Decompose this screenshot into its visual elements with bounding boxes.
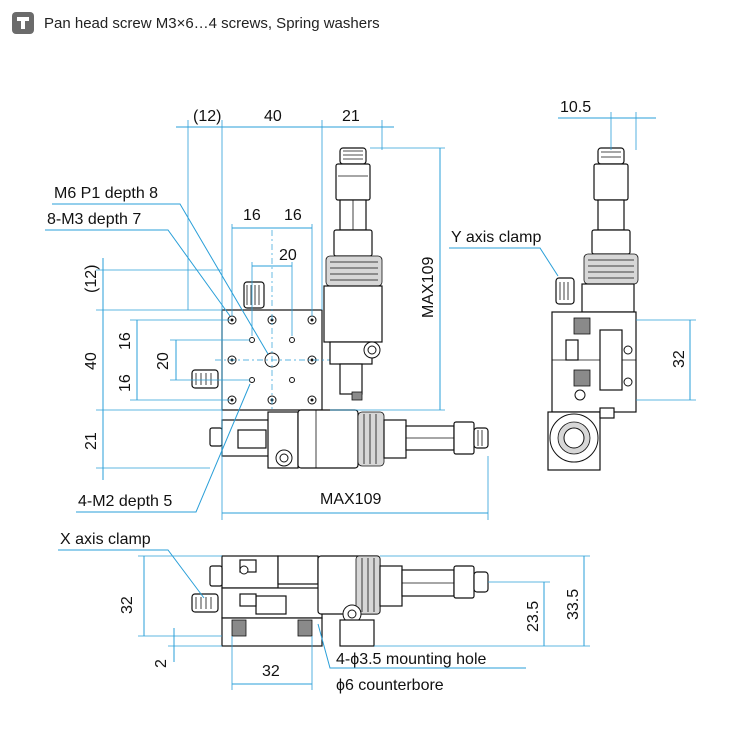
x-micrometer-top (209, 409, 489, 469)
y-micrometer-top (323, 147, 383, 401)
front-view: X axis clamp 32 2 32 23.5 33.5 4-ϕ3.5 mo… (58, 531, 590, 694)
dim-top-21: 21 (342, 108, 360, 125)
side-view: 10.5 Y axis clamp 32 (449, 99, 696, 471)
header-note: Pan head screw M3×6…4 screws, Spring was… (12, 10, 380, 36)
dim-front-23-5: 23.5 (525, 601, 542, 632)
dim-left-12: (12) (83, 265, 100, 293)
dim-top-12: (12) (193, 108, 221, 125)
dim-front-32-horizontal: 32 (262, 663, 280, 680)
header-note-text: Pan head screw M3×6…4 screws, Spring was… (44, 14, 380, 32)
top-view: (12) 40 21 16 16 20 M6 P1 depth 8 8-M3 d… (45, 108, 489, 520)
dim-max109-vertical: MAX109 (420, 257, 437, 318)
label-y-axis-clamp: Y axis clamp (451, 229, 542, 246)
dim-side-32: 32 (671, 350, 688, 368)
label-m6-depth: M6 P1 depth 8 (54, 185, 158, 202)
screw-icon (12, 12, 34, 34)
dim-16b: 16 (284, 207, 302, 224)
dim-front-33-5: 33.5 (565, 589, 582, 620)
x-clamp-knob-top (191, 369, 219, 389)
y-clamp-knob-side (555, 277, 575, 305)
dim-20h: 20 (279, 247, 297, 264)
dim-16a: 16 (243, 207, 261, 224)
label-x-axis-clamp: X axis clamp (60, 531, 151, 548)
label-mounting-hole: 4-ϕ3.5 mounting hole (336, 651, 486, 668)
dim-max109-horizontal: MAX109 (320, 491, 381, 508)
label-m2-depth: 4-M2 depth 5 (78, 493, 172, 510)
dim-left-40: 40 (83, 352, 100, 370)
dim-left-16a: 16 (117, 332, 134, 350)
dim-left-20: 20 (155, 352, 172, 370)
label-m3-depth: 8-M3 depth 7 (47, 211, 141, 228)
dim-front-2: 2 (153, 659, 170, 668)
dim-side-10-5: 10.5 (560, 99, 591, 116)
dim-left-16b: 16 (117, 374, 134, 392)
dim-top-40: 40 (264, 108, 282, 125)
label-counterbore: ϕ6 counterbore (336, 677, 444, 694)
x-clamp-knob-front (191, 593, 219, 613)
dim-left-21: 21 (83, 432, 100, 450)
dim-front-32-vertical: 32 (119, 596, 136, 614)
